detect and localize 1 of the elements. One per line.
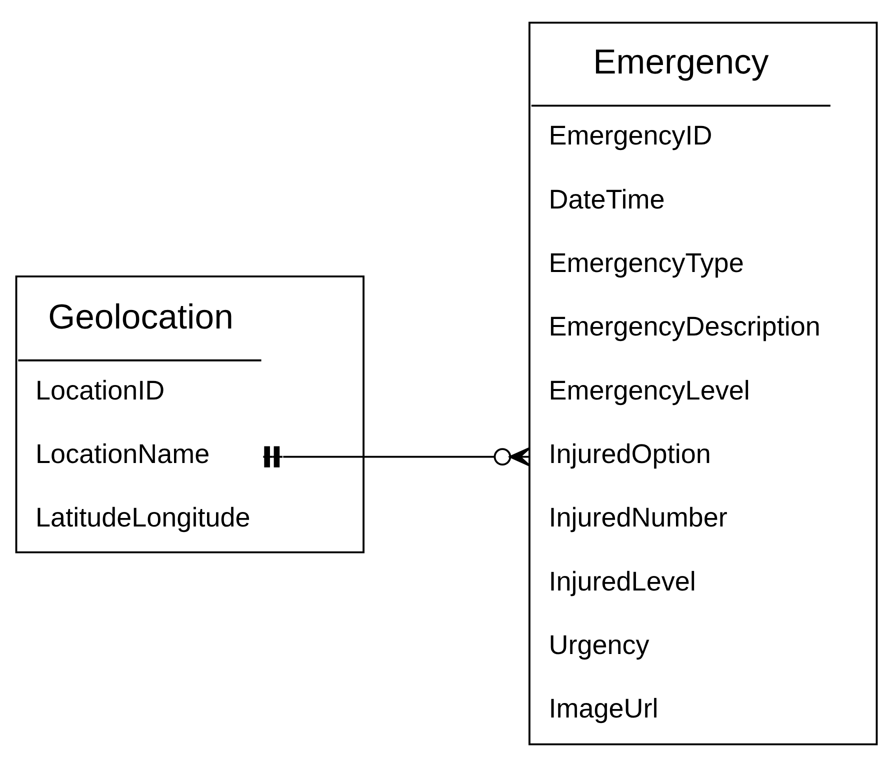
connector xyxy=(263,446,530,468)
